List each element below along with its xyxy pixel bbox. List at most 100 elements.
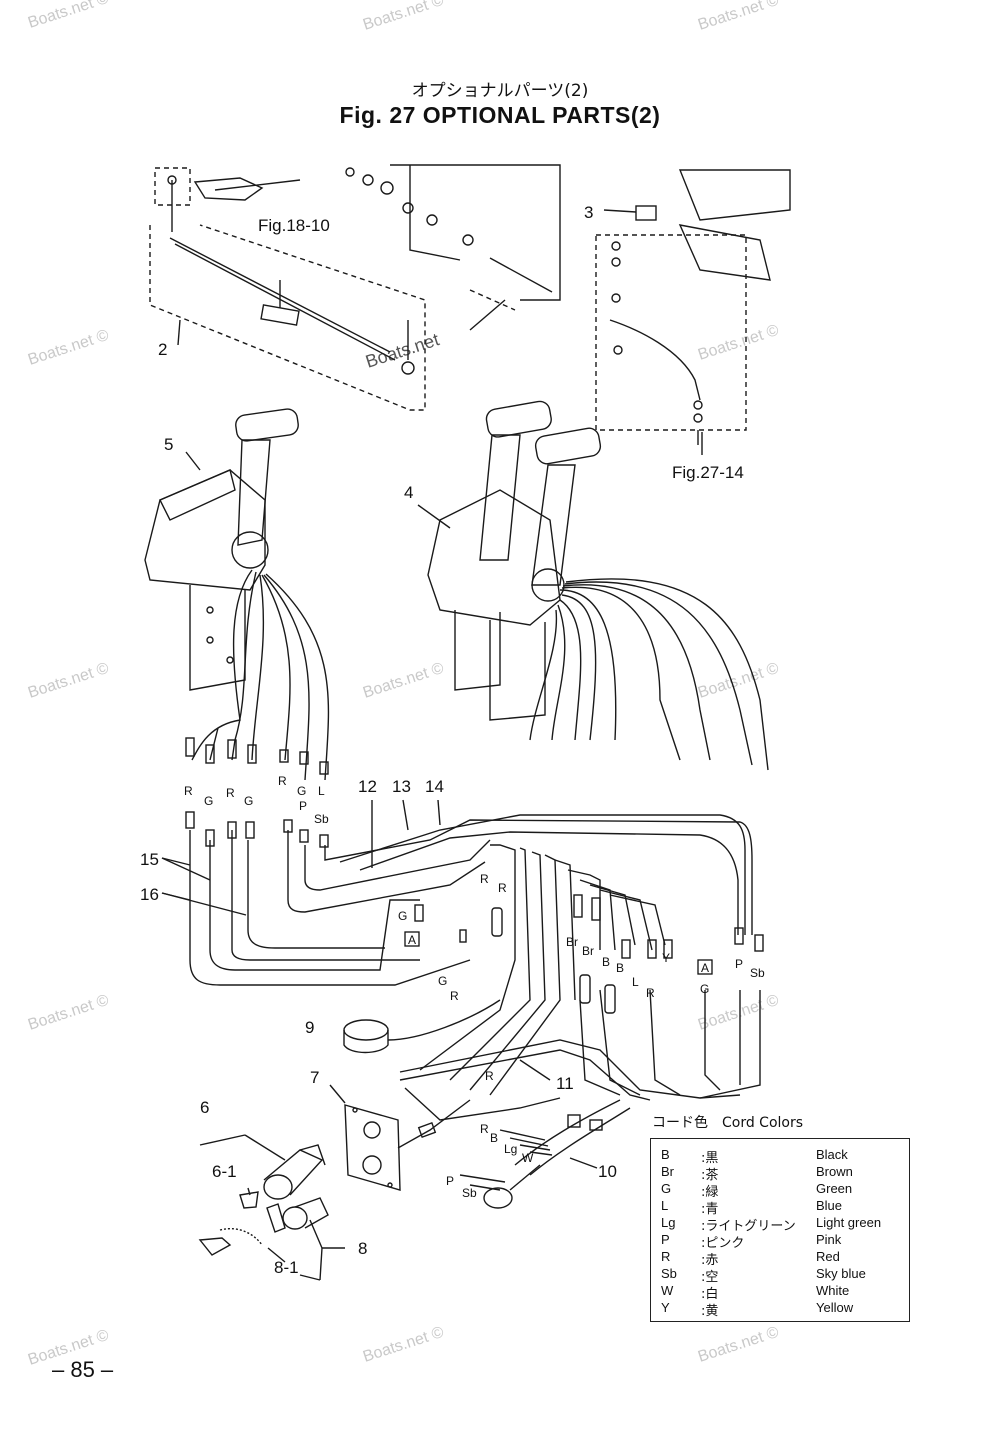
wire-tag: L: [632, 975, 639, 989]
wire-tag: A: [701, 961, 709, 975]
wire-tag: R: [278, 774, 287, 788]
wire-tag: Sb: [462, 1186, 477, 1200]
wire-tag: B: [616, 961, 624, 975]
wire-tag: G: [204, 794, 213, 808]
legend-jp: :白: [701, 1287, 719, 1302]
legend-row: Lg :ライトグリーン Light green: [661, 1215, 901, 1234]
watermark-text: Boats.net ©: [696, 660, 781, 702]
legend-code: Lg: [661, 1215, 676, 1230]
wire-tag: B: [490, 1131, 498, 1145]
legend-en: Black: [816, 1147, 848, 1162]
wire-tag: G: [297, 784, 306, 798]
legend-row: Sb :空 Sky blue: [661, 1266, 901, 1285]
legend-row: Y :黄 Yellow: [661, 1300, 901, 1319]
legend-en: Light green: [816, 1215, 882, 1230]
wire-tag: L: [318, 784, 325, 798]
legend-en: Yellow: [816, 1300, 854, 1315]
legend-jp: :茶: [701, 1168, 719, 1183]
wire-color-tags: R G R G R G P L Sb R R G A G R R Br Br B…: [184, 774, 765, 1200]
legend-jp: :黄: [701, 1304, 719, 1319]
legend-code: L: [661, 1198, 669, 1213]
stop-switch: [198, 1197, 329, 1256]
wire-tag: Br: [566, 935, 578, 949]
callout-2: 2: [158, 340, 167, 359]
legend-code: W: [661, 1283, 674, 1298]
legend-code: B: [661, 1147, 670, 1162]
callout-4: 4: [404, 483, 413, 502]
legend-row: W :白 White: [661, 1283, 901, 1302]
switch-panel-plate: [344, 1099, 471, 1191]
control-5-wire-bundle: [191, 569, 330, 781]
wire-tag: G: [700, 982, 709, 996]
callout-16: 16: [140, 885, 159, 904]
wire-tag: R: [184, 784, 193, 798]
legend-jp: :緑: [701, 1185, 719, 1200]
legend-row: L :青 Blue: [661, 1198, 901, 1217]
legend-jp: :ピンク: [701, 1236, 745, 1251]
legend-code: Y: [661, 1300, 670, 1315]
wire-tag: P: [735, 957, 743, 971]
wire-tag: B: [602, 955, 610, 969]
callout-11: 11: [556, 1074, 574, 1093]
fitting-assembly: [595, 169, 791, 445]
cord-color-legend: B :黒 Black Br :茶 Brown G :緑 Green L :青 B…: [650, 1138, 910, 1322]
engine-bracket-drawing: [345, 164, 561, 311]
watermark-text: Boats.net ©: [26, 992, 111, 1034]
legend-en: White: [816, 1283, 850, 1298]
watermark-text: Boats.net ©: [26, 0, 111, 32]
watermark-text: Boats.net ©: [26, 327, 111, 369]
legend-jp: :赤: [701, 1253, 719, 1268]
main-harness-connector: [459, 1099, 631, 1209]
wire-tag: P: [299, 799, 307, 813]
main-key-switch: [239, 1144, 326, 1209]
watermark-text: Boats.net ©: [696, 992, 781, 1034]
wire-tag: W: [522, 1151, 534, 1165]
callout-leader-lines: [161, 209, 703, 1281]
callout-5: 5: [164, 435, 173, 454]
legend-en: Blue: [816, 1198, 843, 1213]
wire-tag: Sb: [750, 966, 765, 980]
wire-tag: G: [398, 909, 407, 923]
ref-fig-18-10: Fig.18-10: [258, 216, 330, 235]
wiring-harness-routes: [189, 814, 761, 1121]
wire-tag: G: [244, 794, 253, 808]
dual-lever-remote-control: [427, 400, 602, 721]
wire-tag: G: [438, 974, 447, 988]
callout-7: 7: [310, 1068, 319, 1087]
wire-tag: R: [480, 872, 489, 886]
gauge: [343, 999, 501, 1054]
single-lever-remote-control: [144, 408, 299, 691]
wire-tag: R: [226, 786, 235, 800]
legend-jp: :青: [701, 1202, 719, 1217]
watermark-text: Boats.net ©: [361, 1324, 446, 1366]
wire-tag: Y: [662, 951, 670, 965]
wire-tag: R: [498, 881, 507, 895]
ref-fig-27-14: Fig.27-14: [672, 463, 744, 482]
legend-code: P: [661, 1232, 670, 1247]
watermark-text: Boats.net ©: [696, 322, 781, 364]
wire-tag: A: [408, 933, 416, 947]
legend-en: Red: [816, 1249, 840, 1264]
cable-bracket-assembly: [149, 167, 426, 411]
marker-box-a: [697, 959, 713, 975]
watermark-text: Boats.net ©: [361, 660, 446, 702]
legend-code: R: [661, 1249, 671, 1264]
wire-tag: Sb: [314, 812, 329, 826]
wire-tag: P: [446, 1174, 454, 1188]
legend-en: Green: [816, 1181, 853, 1196]
callout-13: 13: [392, 777, 411, 796]
callout-14: 14: [425, 777, 444, 796]
watermark-text: Boats.net ©: [696, 0, 781, 34]
legend-title: コード色 Cord Colors: [652, 1115, 804, 1131]
wire-tag: R: [646, 986, 655, 1000]
callout-6: 6: [200, 1098, 209, 1117]
legend-en: Brown: [816, 1164, 853, 1179]
callout-15: 15: [140, 850, 159, 869]
control-4-wire-bundle: [529, 578, 769, 771]
wire-tag: Br: [582, 944, 594, 958]
page-title: Fig. 27 OPTIONAL PARTS(2): [339, 102, 661, 128]
wire-tag: Lg: [504, 1142, 517, 1156]
wire-tag: R: [480, 1122, 489, 1136]
legend-en: Pink: [816, 1232, 842, 1247]
